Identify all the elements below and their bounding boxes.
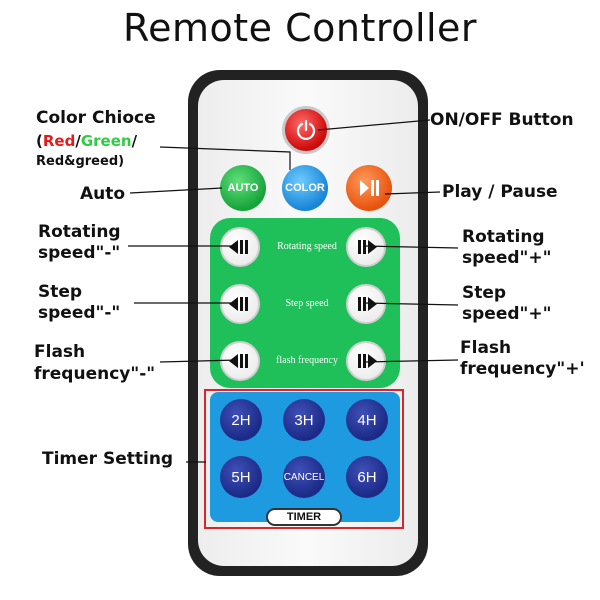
color-slash-2: / (131, 132, 138, 150)
color-choice-open: ( (36, 132, 43, 150)
flash-plus-callout-line (363, 359, 459, 363)
step-plus-callout-line (363, 302, 459, 306)
timer-setting-label: Timer Setting (42, 449, 174, 469)
timer-2h-button[interactable]: 2H (220, 399, 262, 441)
timer-cancel-button[interactable]: CANCEL (283, 456, 325, 498)
color-button[interactable]: COLOR (282, 165, 328, 211)
timer-4h-button[interactable]: 4H (346, 399, 388, 441)
power-button[interactable] (282, 106, 330, 154)
auto-label: Auto (80, 184, 126, 204)
color-button-label: COLOR (285, 182, 325, 194)
step-plus-label-2: speed"+" (462, 304, 552, 324)
rewind-icon (229, 354, 248, 368)
timer-5h-button[interactable]: 5H (220, 456, 262, 498)
flash-plus-label-1: Flash (460, 338, 512, 358)
rotating-speed-minus-button[interactable] (220, 227, 260, 267)
step-plus-label-1: Step (462, 283, 507, 303)
auto-button[interactable]: AUTO (220, 165, 266, 211)
play-pause-label: Play / Pause (442, 182, 558, 202)
flash-frequency-plus-button[interactable] (346, 341, 386, 381)
play-pause-callout-line (384, 191, 441, 195)
color-green-label: Green (80, 132, 132, 150)
flash-minus-callout-line (159, 359, 239, 363)
rotating-minus-label-1: Rotating (38, 222, 121, 242)
power-icon (296, 119, 316, 141)
on-off-label: ON/OFF Button (430, 110, 574, 130)
auto-button-label: AUTO (227, 182, 259, 194)
step-speed-minus-button[interactable] (220, 284, 260, 324)
speed-row-label: flash frequency (276, 355, 338, 366)
speed-row-label: Step speed (285, 298, 329, 309)
flash-minus-label-2: frequency"-" (34, 364, 156, 384)
rotating-plus-label-2: speed"+" (462, 248, 552, 268)
timer-highlight-frame (204, 389, 404, 529)
flash-minus-label-1: Flash (34, 342, 86, 362)
color-red-label: Red (42, 132, 76, 150)
fast-forward-icon (358, 297, 377, 311)
color-choice-options: (Red/Green/ (36, 131, 137, 151)
timer-3h-button[interactable]: 3H (283, 399, 325, 441)
flash-plus-label-2: frequency"+' (460, 359, 585, 379)
page-title: Remote Controller (122, 6, 478, 50)
rewind-icon (229, 240, 248, 254)
speed-row-label: Rotating speed (277, 241, 337, 252)
on-off-callout-line (317, 119, 431, 131)
fast-forward-icon (358, 354, 377, 368)
color-choice-line2: Red&greed) (36, 154, 125, 169)
auto-callout-line (129, 187, 223, 194)
timer-6h-button[interactable]: 6H (346, 456, 388, 498)
rewind-icon (229, 297, 248, 311)
rotating-plus-label-1: Rotating (462, 227, 545, 247)
color-slash-1: / (75, 132, 81, 150)
step-minus-label-2: speed"-" (38, 303, 121, 323)
rotating-plus-callout-line (363, 245, 459, 249)
step-speed-plus-button[interactable] (346, 284, 386, 324)
play-pause-icon (360, 180, 379, 196)
fast-forward-icon (358, 240, 377, 254)
timer-tag: TIMER (266, 508, 342, 526)
step-minus-label-1: Step (38, 282, 83, 302)
play-pause-button[interactable] (346, 165, 392, 211)
rotating-minus-label-2: speed"-" (38, 243, 121, 263)
color-callout-line (159, 146, 291, 170)
color-choice-label: Color Chioce (36, 108, 156, 128)
